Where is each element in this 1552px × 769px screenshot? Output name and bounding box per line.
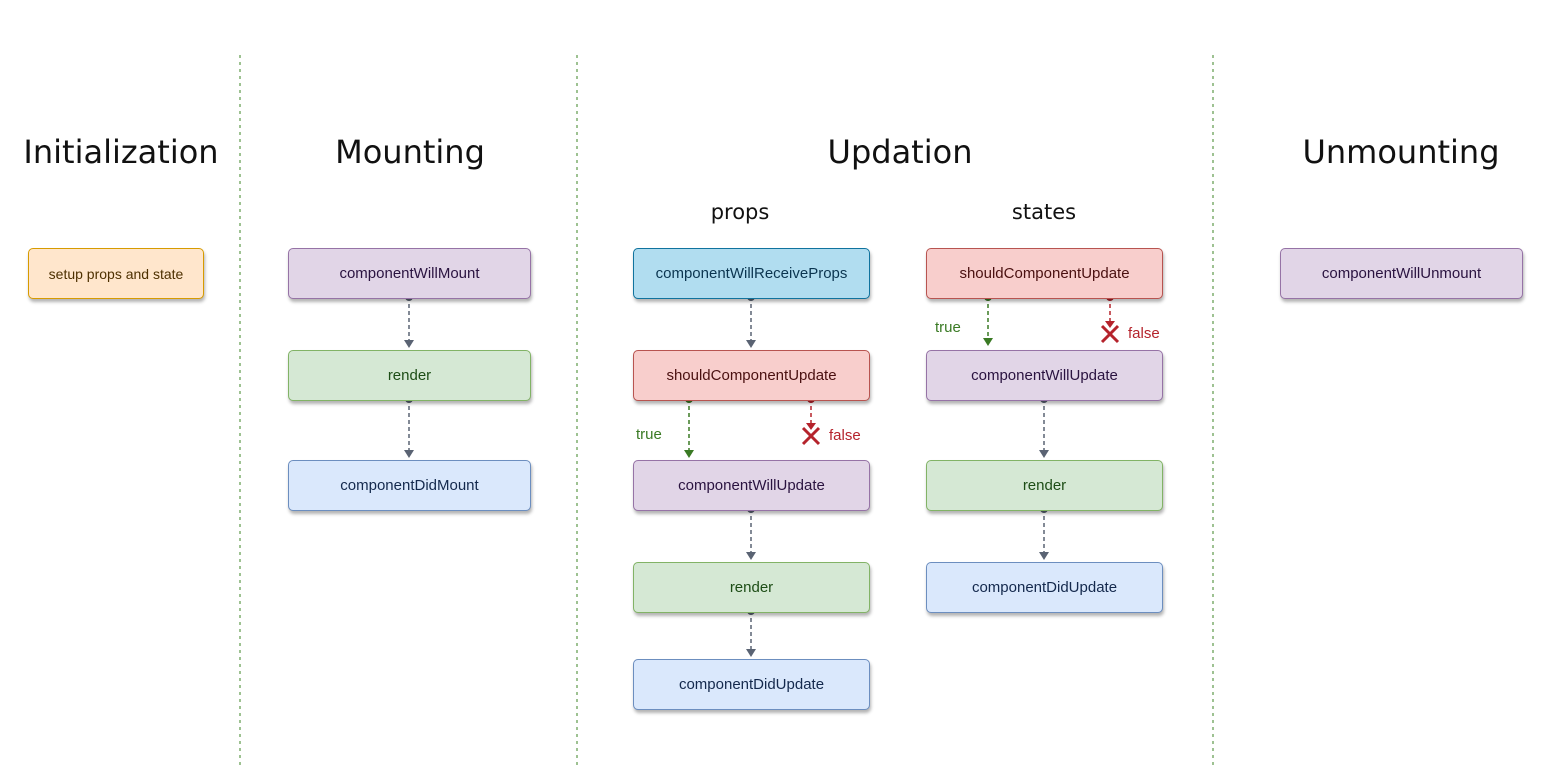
box-mount-render: render (288, 350, 531, 401)
box-component-will-unmount: componentWillUnmount (1280, 248, 1523, 299)
states-false-connector (1100, 293, 1120, 344)
box-states-render: render (926, 460, 1163, 511)
box-props-component-did-update: componentDidUpdate (633, 659, 870, 710)
box-props-component-will-update: componentWillUpdate (633, 460, 870, 511)
box-component-will-mount: componentWillMount (288, 248, 531, 299)
heading-initialization: Initialization (23, 133, 219, 171)
subheading-props: props (710, 200, 770, 224)
box-props-should-component-update: shouldComponentUpdate (633, 350, 870, 401)
states-connector (1039, 505, 1049, 560)
heading-mounting: Mounting (335, 133, 485, 171)
props-connector (746, 505, 756, 560)
box-setup-props-and-state: setup props and state (28, 248, 204, 299)
props-false-label: false (829, 427, 861, 444)
box-states-component-did-update: componentDidUpdate (926, 562, 1163, 613)
box-component-will-receive-props: componentWillReceiveProps (633, 248, 870, 299)
states-connector (1039, 395, 1049, 458)
props-connector (746, 607, 756, 657)
subheading-states: states (1011, 200, 1077, 224)
box-component-did-mount: componentDidMount (288, 460, 531, 511)
props-true-connector (684, 395, 694, 458)
props-false-connector (801, 395, 821, 446)
props-connector (746, 293, 756, 348)
heading-updation: Updation (827, 133, 973, 171)
box-states-should-component-update: shouldComponentUpdate (926, 248, 1163, 299)
box-props-render: render (633, 562, 870, 613)
props-true-label: true (636, 426, 662, 443)
mount-connector (404, 293, 414, 348)
states-false-label: false (1128, 325, 1160, 342)
heading-unmounting: Unmounting (1302, 133, 1500, 171)
states-true-connector (983, 293, 993, 346)
box-states-component-will-update: componentWillUpdate (926, 350, 1163, 401)
mount-connector (404, 395, 414, 458)
states-true-label: true (935, 319, 961, 336)
